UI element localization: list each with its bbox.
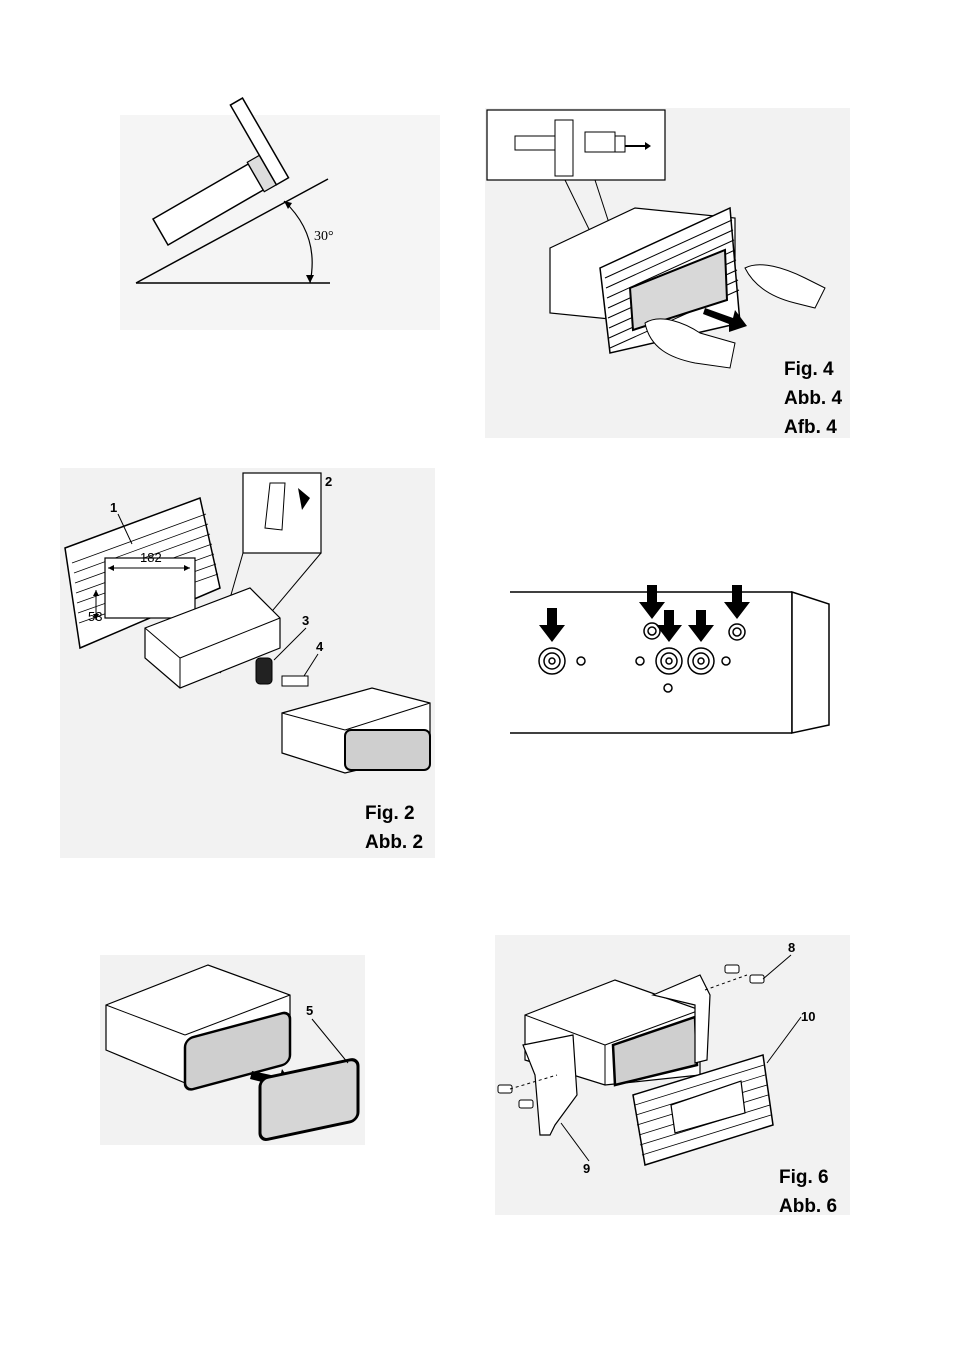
figure-1-mounting-angle: 30° xyxy=(120,115,440,330)
caption-line: Fig. 4 xyxy=(784,355,842,384)
figure-2-caption: Fig. 2 Abb. 2 xyxy=(365,799,423,857)
callout-3: 3 xyxy=(302,613,309,628)
caption-line: Abb. 2 xyxy=(365,828,423,857)
caption-line: Abb. 6 xyxy=(779,1192,837,1221)
mounting-angle-illustration: 30° xyxy=(120,115,440,330)
callout-4: 4 xyxy=(316,639,324,654)
caption-line: Fig. 2 xyxy=(365,799,423,828)
figure-4-removal: Fig. 4 Abb. 4 Afb. 4 xyxy=(485,108,850,438)
caption-line: Abb. 4 xyxy=(784,384,842,413)
callout-10: 10 xyxy=(801,1009,815,1024)
rear-connectors-illustration xyxy=(505,580,835,740)
caption-line: Fig. 6 xyxy=(779,1163,837,1192)
callout-1: 1 xyxy=(110,500,117,515)
dimension-height: 53 xyxy=(88,609,102,624)
figure-2-installation: 182 53 1 2 3 4 Fig. 2 Abb. 2 xyxy=(60,468,435,858)
caption-line: Afb. 4 xyxy=(784,413,842,442)
front-panel-illustration: 5 xyxy=(100,955,365,1160)
callout-5: 5 xyxy=(306,1003,313,1018)
angle-label: 30° xyxy=(314,229,334,244)
callout-8: 8 xyxy=(788,940,795,955)
figure-6-caption: Fig. 6 Abb. 6 xyxy=(779,1163,837,1221)
figure-6-bracket-mounting: 8 10 9 Fig. 6 Abb. 6 xyxy=(495,935,850,1215)
callout-9: 9 xyxy=(583,1161,590,1176)
callout-2: 2 xyxy=(325,474,332,489)
figure-4-caption: Fig. 4 Abb. 4 Afb. 4 xyxy=(784,355,842,442)
figure-5-front-panel: 5 xyxy=(100,955,365,1160)
figure-3-rear-connectors xyxy=(505,580,835,740)
dimension-width: 182 xyxy=(140,550,162,565)
